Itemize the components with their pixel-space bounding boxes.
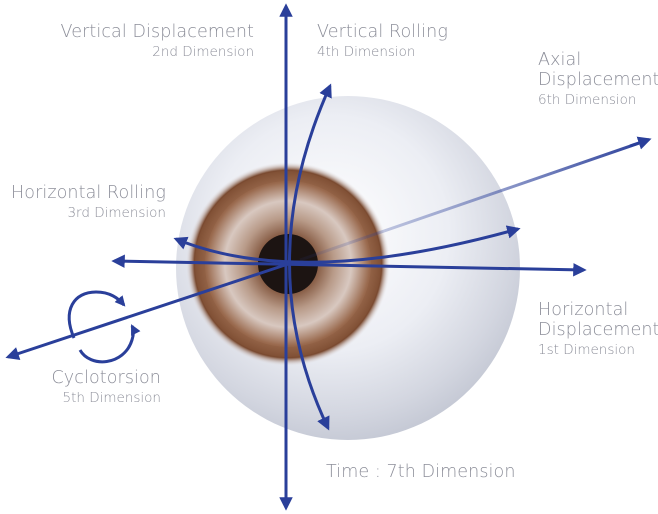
horizontal-displacement-sub: 1st Dimension (538, 342, 635, 359)
horizontal-rolling-sub: 3rd Dimension (67, 205, 166, 222)
vertical-displacement-title: Vertical Displacement (60, 22, 254, 42)
axial-displacement-sub: 6th Dimension (538, 92, 637, 109)
cyclotorsion-title: Cyclotorsion (51, 368, 161, 388)
cyclotorsion-label: Cyclotorsion 5th Dimension (51, 368, 161, 407)
time-title: Time : 7th Dimension (326, 462, 516, 482)
horizontal-rolling-arc (173, 225, 521, 264)
horizontal-rolling-title: Horizontal Rolling (11, 183, 166, 203)
horizontal-displacement-label: Horizontal Displacement 1st Dimension (538, 300, 658, 359)
vertical-displacement-sub: 2nd Dimension (152, 44, 254, 61)
vertical-rolling-sub: 4th Dimension (317, 44, 416, 61)
axial-displacement-axis-back (5, 262, 289, 361)
cyclotorsion-sub: 5th Dimension (62, 390, 162, 407)
time-label: Time : 7th Dimension (326, 462, 516, 482)
axial-displacement-title-2: Displacement (538, 70, 658, 91)
horizontal-rolling-label: Horizontal Rolling 3rd Dimension (11, 183, 166, 222)
axial-displacement-label: Axial Displacement 6th Dimension (538, 50, 658, 109)
vertical-rolling-label: Vertical Rolling 4th Dimension (317, 22, 448, 61)
axial-displacement-title-1: Axial (538, 50, 582, 70)
axial-displacement-arrow (629, 136, 652, 150)
vertical-displacement-label: Vertical Displacement 2nd Dimension (61, 22, 254, 61)
cyclotorsion-lower-arc (78, 324, 141, 364)
cyclotorsion-upper-arc (67, 290, 126, 339)
vertical-rolling-title: Vertical Rolling (317, 22, 448, 42)
horizontal-displacement-title-1: Horizontal (538, 300, 629, 320)
horizontal-displacement-title-2: Displacement (538, 320, 658, 341)
horizontal-displacement-axis (111, 254, 587, 277)
